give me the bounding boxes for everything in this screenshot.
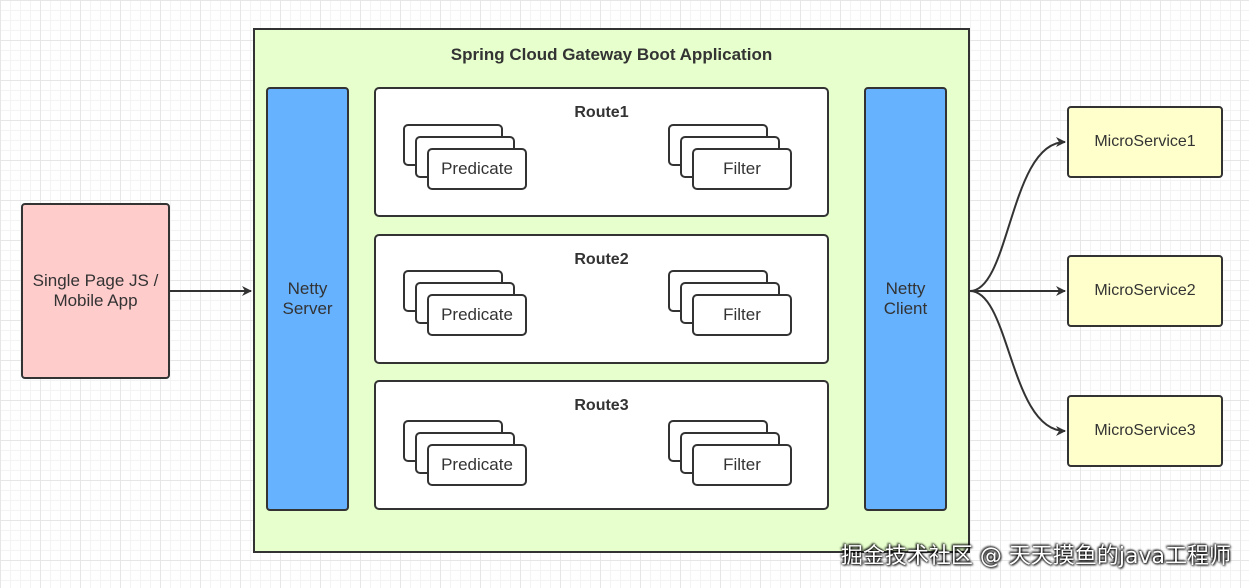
microservice-label-3: MicroService3 bbox=[1094, 422, 1196, 439]
filter-card-2: Filter bbox=[692, 294, 792, 336]
route-title-1: Route1 bbox=[574, 104, 629, 121]
client-app-label: Single Page JS / Mobile App bbox=[32, 271, 159, 310]
route-box-3: Route3 Predicate Filter bbox=[374, 380, 829, 510]
client-app-box: Single Page JS / Mobile App bbox=[21, 203, 170, 379]
route-title-3: Route3 bbox=[574, 397, 629, 414]
gateway-to-microservice1-arrow bbox=[969, 137, 1066, 292]
microservice-box-1: MicroService1 bbox=[1067, 106, 1223, 178]
filter-card-1: Filter bbox=[692, 148, 792, 190]
predicate-stack-2: Predicate bbox=[403, 270, 527, 336]
predicate-card-2: Predicate bbox=[427, 294, 527, 336]
filter-card-3: Filter bbox=[692, 444, 792, 486]
microservice-label-1: MicroService1 bbox=[1094, 133, 1196, 150]
netty-server-box: Netty Server bbox=[266, 87, 349, 511]
microservice-box-3: MicroService3 bbox=[1067, 395, 1223, 467]
filter-stack-2: Filter bbox=[668, 270, 792, 336]
microservice-label-2: MicroService2 bbox=[1094, 282, 1196, 299]
netty-client-box: Netty Client bbox=[864, 87, 947, 511]
watermark-text: 掘金技术社区 @ 天天摸鱼的java工程师 bbox=[840, 544, 1231, 569]
microservice-box-2: MicroService2 bbox=[1067, 255, 1223, 327]
predicate-card-3: Predicate bbox=[427, 444, 527, 486]
route-box-1: Route1 Predicate Filter bbox=[374, 87, 829, 217]
filter-stack-1: Filter bbox=[668, 124, 792, 190]
predicate-stack-3: Predicate bbox=[403, 420, 527, 486]
gateway-to-microservice3-arrow bbox=[969, 290, 1066, 436]
netty-client-label: Netty Client bbox=[883, 279, 928, 318]
filter-stack-3: Filter bbox=[668, 420, 792, 486]
netty-server-label: Netty Server bbox=[282, 279, 333, 318]
route-title-2: Route2 bbox=[574, 251, 629, 268]
predicate-card-1: Predicate bbox=[427, 148, 527, 190]
route-box-2: Route2 Predicate Filter bbox=[374, 234, 829, 364]
gateway-title: Spring Cloud Gateway Boot Application bbox=[450, 45, 773, 64]
predicate-stack-1: Predicate bbox=[403, 124, 527, 190]
